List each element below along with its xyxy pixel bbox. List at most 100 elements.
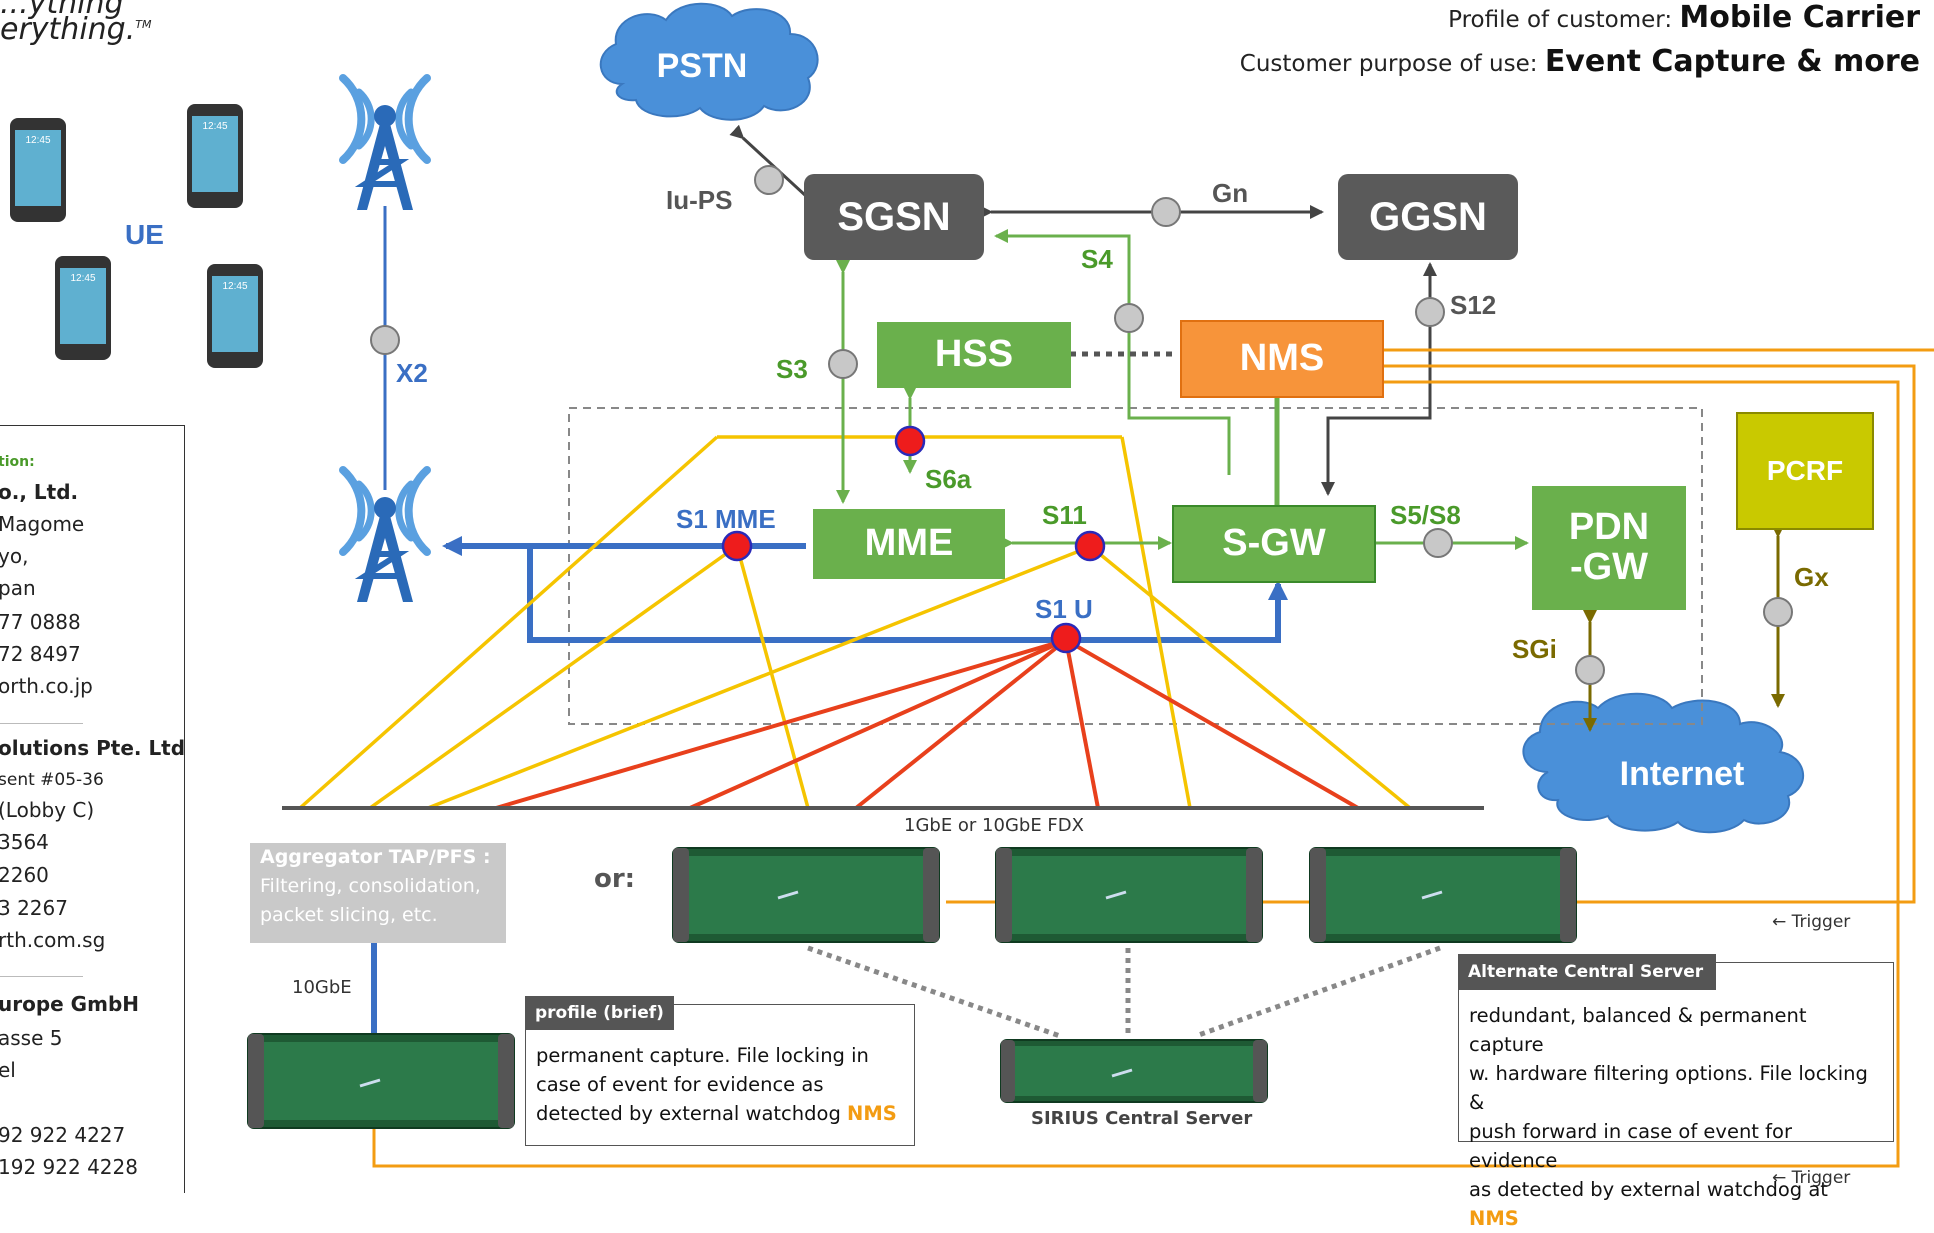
- s1-mme-tap: [721, 530, 753, 562]
- nms-highlight: NMS: [1469, 1207, 1519, 1230]
- s4-label: S4: [1081, 244, 1113, 274]
- s11-label: S11: [1042, 500, 1087, 530]
- alt-text-line: as detected by external watchdog at NMS: [1469, 1178, 1828, 1230]
- internet-label: Internet: [1620, 755, 1745, 793]
- svg-text:12:45: 12:45: [25, 135, 50, 146]
- contact-fax: 192 922 4228: [0, 1155, 138, 1179]
- pdn-gw-label-1: PDN: [1568, 506, 1650, 549]
- x2-probe: [370, 325, 400, 355]
- gn-label: Gn: [1212, 178, 1248, 208]
- contact-panel: tion: o., Ltd. Magome yo, pan 77 0888 72…: [0, 425, 185, 1193]
- aggregator-capture-appliance: [247, 1033, 515, 1129]
- trigger-label: ← Trigger: [1772, 1168, 1851, 1188]
- ue-label: UE: [125, 219, 164, 250]
- capture-appliance: [672, 847, 940, 943]
- contact-website: rth.com.sg: [0, 928, 106, 952]
- contact-address-line: yo,: [0, 544, 29, 568]
- alt-server-info-box: redundant, balanced & permanent capture …: [1458, 962, 1894, 1230]
- central-server-appliance: [1000, 1039, 1268, 1103]
- central-server-links: [807, 945, 1441, 1039]
- profile-text-line: detected by external watchdog NMS: [536, 1102, 897, 1125]
- contact-heading: tion:: [0, 454, 35, 470]
- profile-tag: profile (brief): [525, 996, 674, 1030]
- sgsn-node: SGSN: [804, 174, 984, 260]
- or-label: or:: [594, 864, 636, 894]
- alt-text-line: w. hardware filtering options. File lock…: [1469, 1062, 1868, 1114]
- trademark-mark: TM: [135, 18, 152, 31]
- gx-probe: [1763, 597, 1793, 627]
- contact-fax: 3 2267: [0, 896, 68, 920]
- ggsn-node: GGSN: [1338, 174, 1518, 260]
- s6a-label: S6a: [925, 464, 972, 494]
- pstn-cloud: [599, 2, 819, 121]
- aggregator-line: packet slicing, etc.: [260, 904, 438, 926]
- profile-text-line: case of event for evidence as: [536, 1073, 824, 1096]
- contact-website: orth.co.jp: [0, 674, 93, 698]
- alt-text-line: push forward in case of event for eviden…: [1469, 1120, 1792, 1172]
- iu-ps-probe: [754, 165, 784, 195]
- network-diagram-svg: 12:45 12:45 12:45 12:45: [10, 2, 1934, 1168]
- contact-phone: 77 0888: [0, 610, 81, 634]
- contact-address-line: asse 5: [0, 1026, 63, 1050]
- profile-text-line: permanent capture. File locking in: [536, 1044, 869, 1067]
- s3-label: S3: [776, 354, 808, 384]
- profile-info-box: permanent capture. File locking in case …: [525, 1004, 915, 1146]
- s6a-tap: [894, 425, 926, 457]
- svg-text:12:45: 12:45: [70, 273, 95, 284]
- x2-label: X2: [396, 358, 428, 388]
- s11-tap: [1074, 530, 1106, 562]
- yellow-tap-lines: [298, 435, 1412, 810]
- s5s8-probe: [1423, 528, 1453, 558]
- fdx-label: 1GbE or 10GbE FDX: [904, 815, 1084, 836]
- tagline-line-2: erything.TM: [0, 12, 152, 47]
- orange-trigger-lines: [372, 348, 1934, 1168]
- hss-node: HSS: [877, 322, 1071, 388]
- aggregator-line: Filtering, consolidation,: [260, 875, 481, 897]
- nms-highlight: NMS: [847, 1102, 897, 1125]
- contact-company-singapore: olutions Pte. Ltd: [0, 736, 185, 760]
- nms-node: NMS: [1180, 320, 1384, 398]
- trigger-label: ← Trigger: [1772, 912, 1851, 932]
- ue-phone-icon: 12:45: [10, 118, 66, 222]
- s12-label: S12: [1450, 290, 1496, 320]
- gx-label: Gx: [1794, 562, 1829, 592]
- aggregator-title: Aggregator TAP/PFS :: [260, 846, 491, 868]
- s4-probe: [1114, 303, 1144, 333]
- s12-probe: [1415, 297, 1445, 327]
- ue-phone-icon: 12:45: [55, 256, 111, 360]
- red-tap-lines: [495, 638, 1359, 810]
- contact-address-line: (Lobby C): [0, 798, 95, 822]
- tagline-line-1: ...ything: [0, 0, 124, 21]
- sgi-probe: [1575, 655, 1605, 685]
- contact-address-line: Magome: [0, 512, 85, 536]
- ue-phone-icon: 12:45: [187, 104, 243, 208]
- customer-profile-line: Profile of customer: Mobile Carrier: [1448, 0, 1920, 35]
- sgw-node: S-GW: [1172, 505, 1376, 583]
- capture-appliance: [995, 847, 1263, 943]
- 10gbe-label: 10GbE: [292, 977, 352, 998]
- customer-profile-value: Mobile Carrier: [1679, 0, 1920, 35]
- contact-address-line: pan: [0, 576, 36, 600]
- contact-address-line: el: [0, 1058, 16, 1082]
- s1-u-label: S1 U: [1035, 594, 1093, 624]
- pdn-gw-label-2: -GW: [1569, 546, 1649, 588]
- customer-purpose-value: Event Capture & more: [1544, 44, 1920, 79]
- contact-phone: 92 922 4227: [0, 1123, 126, 1147]
- s3-probe: [828, 349, 858, 379]
- contact-fax: 72 8497: [0, 642, 81, 666]
- mme-node: MME: [813, 509, 1005, 579]
- sgi-label: SGi: [1512, 634, 1557, 664]
- contact-phone: 2260: [0, 863, 49, 887]
- contact-address-line: sent #05-36: [0, 770, 104, 790]
- svg-text:12:45: 12:45: [202, 121, 227, 132]
- gn-probe: [1151, 197, 1181, 227]
- alt-text-line: redundant, balanced & permanent capture: [1469, 1004, 1807, 1056]
- ue-phone-icon: 12:45: [207, 264, 263, 368]
- svg-text:12:45: 12:45: [222, 281, 247, 292]
- epc-dashed-region: [568, 407, 1703, 725]
- iu-ps-label: Iu-PS: [666, 185, 732, 215]
- contact-divider: [0, 976, 83, 977]
- contact-company-europe: urope GmbH: [0, 992, 139, 1016]
- contact-company-japan: o., Ltd.: [0, 480, 79, 504]
- capture-appliance: [1309, 847, 1577, 943]
